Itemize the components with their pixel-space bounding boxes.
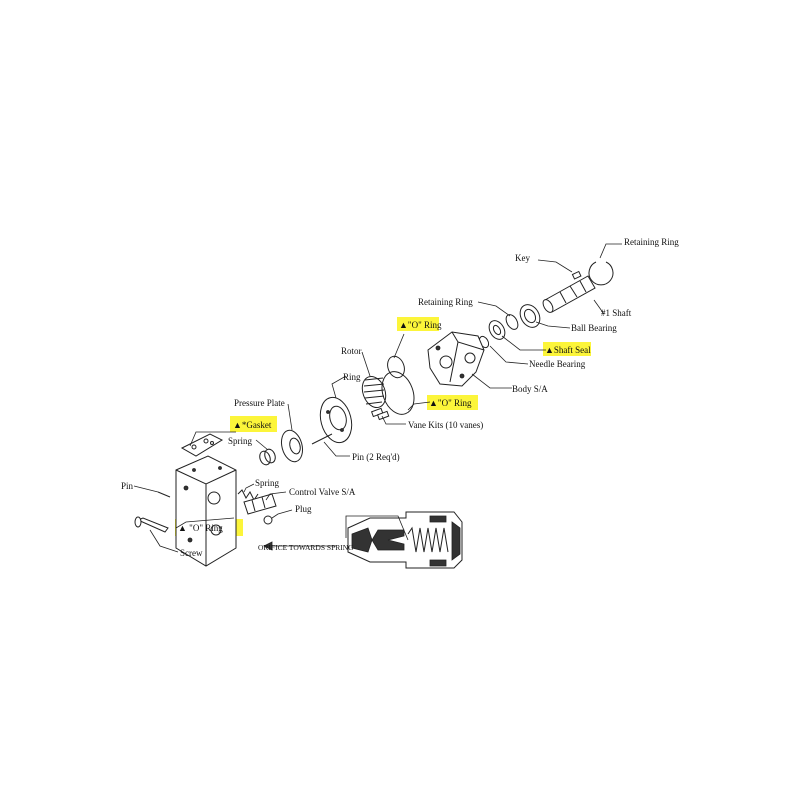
label-plug: Plug <box>295 504 312 514</box>
screw-part <box>134 516 169 533</box>
shaft-seal-part <box>488 320 506 340</box>
plug-part <box>263 515 273 525</box>
vane-kits-part <box>370 407 390 421</box>
o-ring-top-part <box>387 355 405 379</box>
ball-bearing-part <box>519 304 541 328</box>
body-part <box>427 331 485 387</box>
label-vane-kits: Vane Kits (10 vanes) <box>408 420 483 430</box>
label-orifice: ORIFICE TOWARDS SPRING <box>258 543 354 552</box>
label-o-ring-mid: ▲"O" Ring <box>429 398 472 408</box>
label-body: Body S/A <box>512 384 548 394</box>
label-shaft-seal: ▲Shaft Seal <box>545 345 591 355</box>
orifice-detail-part <box>347 511 463 569</box>
label-spring-upper: Spring <box>228 436 253 446</box>
label-ball-bearing: Ball Bearing <box>571 323 617 333</box>
label-shaft: #1 Shaft <box>601 308 632 318</box>
label-pin-2: Pin (2 Req'd) <box>352 452 400 462</box>
label-control-valve: Control Valve S/A <box>289 487 356 497</box>
ring-part <box>319 396 353 444</box>
key-part <box>571 270 582 280</box>
label-screw: Screw <box>180 548 203 558</box>
leader-lines <box>133 243 622 553</box>
orifice-bracket <box>345 515 409 541</box>
label-needle-bearing: Needle Bearing <box>529 359 586 369</box>
label-retaining-ring-top: Retaining Ring <box>624 237 679 247</box>
highlight-o-ring-mid <box>427 395 478 410</box>
label-ring: Ring <box>343 372 361 382</box>
label-spring-lower: Spring <box>255 478 280 488</box>
highlight-o-ring-top <box>397 317 439 331</box>
label-o-ring-top: ▲"O" Ring <box>399 320 442 330</box>
rotor-part <box>361 376 387 408</box>
highlight-gasket <box>230 416 277 432</box>
pin-part <box>157 491 171 498</box>
gasket-part <box>180 433 224 457</box>
pin-2-part <box>311 433 333 445</box>
label-pin: Pin <box>121 481 134 491</box>
control-valve-part <box>243 493 277 515</box>
cover-block-part <box>175 455 237 567</box>
shaft-part <box>542 275 596 313</box>
label-rotor: Rotor <box>341 346 362 356</box>
o-ring-mid-part <box>381 371 415 415</box>
retaining-ring-mid-part <box>505 314 519 330</box>
highlight-shaft-seal <box>543 342 591 356</box>
label-gasket: ▲*Gasket <box>233 420 272 430</box>
label-o-ring-bottom: ▲ "O" Ring <box>178 523 223 533</box>
spring-upper-part <box>259 448 276 466</box>
label-key: Key <box>515 253 530 263</box>
pressure-plate-part <box>280 429 304 463</box>
label-pressure-plate: Pressure Plate <box>234 398 285 408</box>
label-retaining-ring-mid: Retaining Ring <box>418 297 473 307</box>
retaining-ring-top-part <box>588 261 614 286</box>
